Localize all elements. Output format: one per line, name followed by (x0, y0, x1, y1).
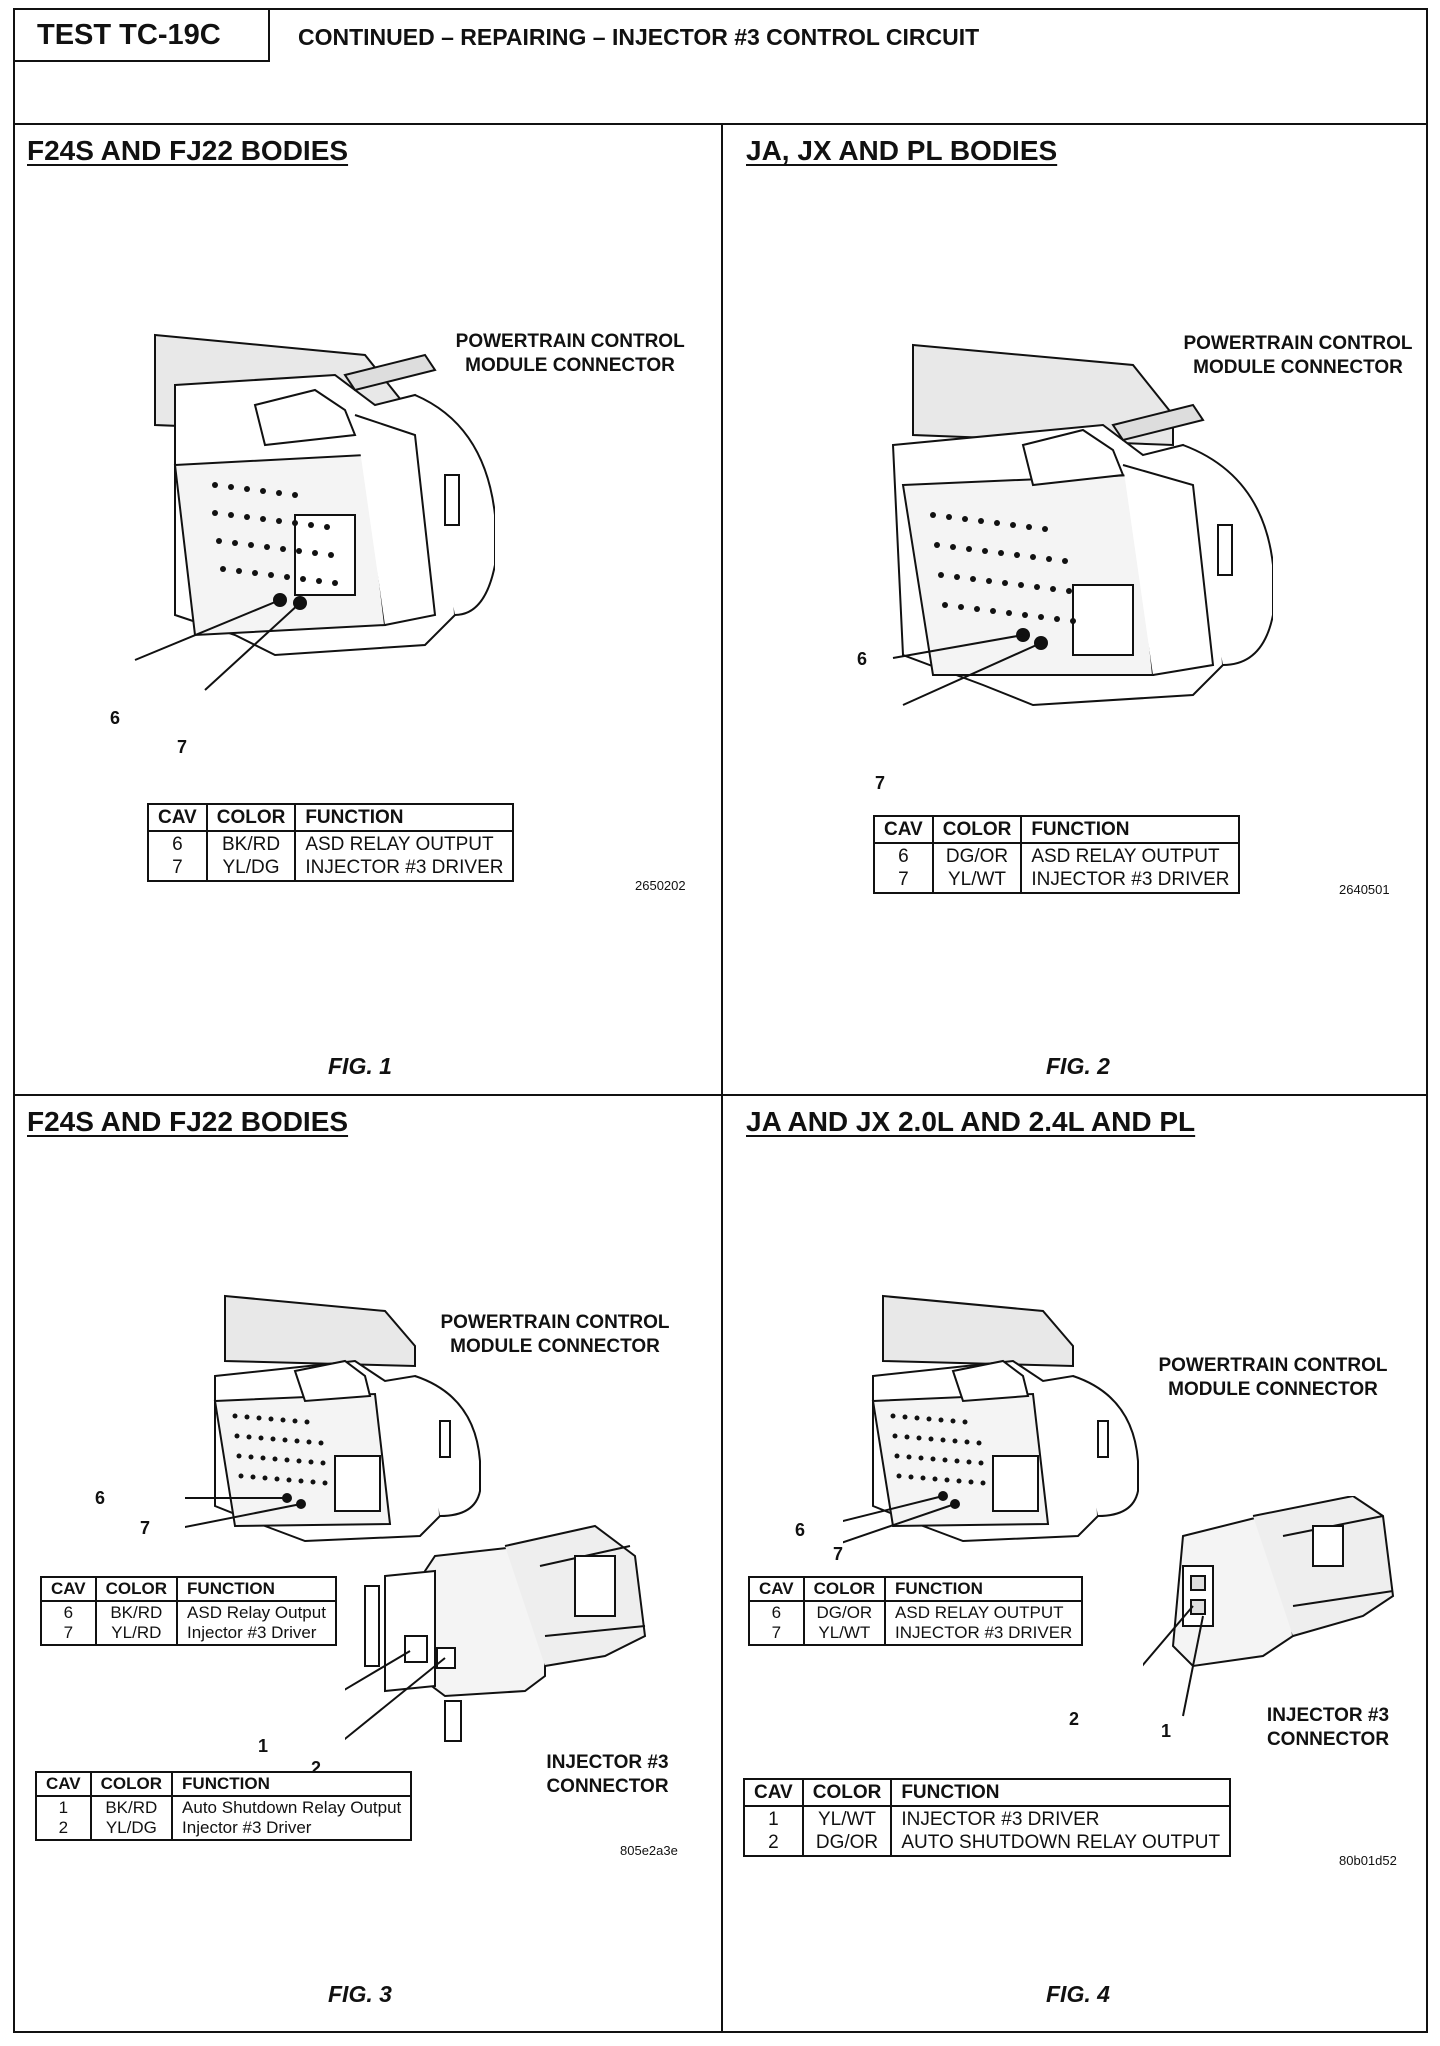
col-header-function: FUNCTION (294, 804, 514, 832)
col-header-color: COLOR (802, 1577, 886, 1602)
pin-label-6: 6 (95, 1488, 106, 1508)
injector-pin-label-1: 1 (258, 1736, 269, 1756)
page-title: CONTINUED – REPAIRING – INJECTOR #3 CONT… (298, 24, 980, 50)
panel-fig2: JA, JX AND PL BODIES (723, 125, 1428, 1094)
pcm-connector-label: POWERTRAIN CONTROL MODULE CONNECTOR (1183, 333, 1413, 378)
pcm-connector-drawing (185, 1294, 481, 1543)
figure-label: FIG. 2 (1046, 1053, 1110, 1079)
page-header: TEST TC-19C CONTINUED – REPAIRING – INJE… (15, 10, 1426, 125)
col-header-color: COLOR (89, 1772, 173, 1797)
panel-fig3: F24S AND FJ22 BODIES (15, 1096, 721, 2033)
test-id: TEST TC-19C (15, 10, 270, 62)
figure-label: FIG. 4 (1046, 1981, 1110, 2007)
col-header-function: FUNCTION (890, 1779, 1231, 1807)
injector-pin-label-2: 2 (1069, 1709, 1080, 1729)
injector-connector-label: INJECTOR #3 CONNECTOR (546, 1752, 669, 1797)
pin-label-7: 7 (875, 773, 886, 793)
art-code: 805e2a3e (620, 1843, 678, 1858)
pin-label-6: 6 (110, 708, 121, 728)
pin-label-6: 6 (857, 649, 868, 669)
pcm-connector-label: POWERTRAIN CONTROL MODULE CONNECTOR (440, 1312, 670, 1357)
panel-fig4: JA AND JX 2.0L AND 2.4L AND PL (723, 1096, 1428, 2033)
panel-divider-vertical (721, 125, 723, 2031)
pin-label-7: 7 (177, 737, 188, 757)
panel-divider-horizontal (15, 1094, 1426, 1096)
col-header-function: FUNCTION (1020, 816, 1240, 844)
injector-connector-drawing (1143, 1496, 1395, 1717)
panel-fig1: F24S AND FJ22 BODIES (15, 125, 721, 1094)
col-header-color: COLOR (205, 804, 296, 832)
col-header-function: FUNCTION (176, 1577, 336, 1602)
pin-label-7: 7 (833, 1544, 844, 1564)
col-header-cav: CAV (874, 816, 933, 844)
panel-title: JA, JX AND PL BODIES (746, 135, 1058, 166)
pcm-connector-drawing (843, 1294, 1139, 1544)
art-code: 2650202 (635, 878, 686, 893)
injector-connector-drawing (345, 1524, 647, 1742)
art-code: 2640501 (1339, 882, 1390, 897)
panel-title: JA AND JX 2.0L AND 2.4L AND PL (746, 1106, 1196, 1137)
col-header-cav: CAV (744, 1779, 803, 1807)
col-header-function: FUNCTION (171, 1772, 412, 1797)
pcm-connector-drawing (134, 333, 495, 691)
pcm-connector-label: POWERTRAIN CONTROL MODULE CONNECTOR (455, 331, 685, 376)
figure-label: FIG. 3 (328, 1981, 392, 2007)
pin-label-6: 6 (795, 1520, 806, 1540)
pcm-connector-label: POWERTRAIN CONTROL MODULE CONNECTOR (1158, 1355, 1388, 1400)
injector-pin-label-1: 1 (1161, 1721, 1172, 1741)
art-code: 80b01d52 (1339, 1853, 1397, 1868)
page-frame: TEST TC-19C CONTINUED – REPAIRING – INJE… (13, 8, 1428, 2033)
figure-label: FIG. 1 (328, 1053, 392, 1079)
pcm-connector-drawing (891, 343, 1273, 707)
col-header-function: FUNCTION (884, 1577, 1083, 1602)
col-header-cav: CAV (749, 1577, 804, 1602)
injector-connector-label: INJECTOR #3 CONNECTOR (1266, 1705, 1390, 1750)
pin-label-7: 7 (140, 1518, 151, 1538)
col-header-color: COLOR (931, 816, 1022, 844)
panel-title: F24S AND FJ22 BODIES (27, 1106, 349, 1137)
col-header-cav: CAV (148, 804, 207, 832)
panel-title: F24S AND FJ22 BODIES (27, 135, 349, 166)
col-header-color: COLOR (94, 1577, 178, 1602)
col-header-cav: CAV (36, 1772, 91, 1797)
col-header-color: COLOR (801, 1779, 892, 1807)
injector-pin-label-2: 2 (311, 1758, 322, 1778)
col-header-cav: CAV (41, 1577, 96, 1602)
